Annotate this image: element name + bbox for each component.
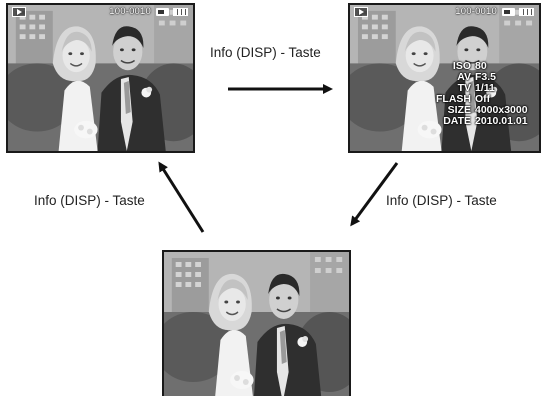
- battery-icon: [173, 8, 188, 16]
- file-number: 100-0010: [455, 6, 497, 17]
- arrow-icon: [350, 162, 399, 227]
- caption-top: Info (DISP) - Taste: [210, 45, 321, 60]
- screen-no-info-display: [162, 250, 351, 396]
- battery-icon: [519, 8, 534, 16]
- caption-right: Info (DISP) - Taste: [386, 193, 497, 208]
- play-icon: [354, 7, 368, 17]
- memory-card-icon: [156, 8, 169, 16]
- arrow-icon: [158, 161, 205, 233]
- file-number: 100-0010: [109, 6, 151, 17]
- play-icon: [12, 7, 26, 17]
- screen-standard-display: 100-0010: [6, 3, 195, 153]
- memory-card-icon: [502, 8, 515, 16]
- caption-left: Info (DISP) - Taste: [34, 193, 145, 208]
- status-bar: 100-0010: [8, 5, 193, 19]
- status-bar: 100-0010: [350, 5, 539, 19]
